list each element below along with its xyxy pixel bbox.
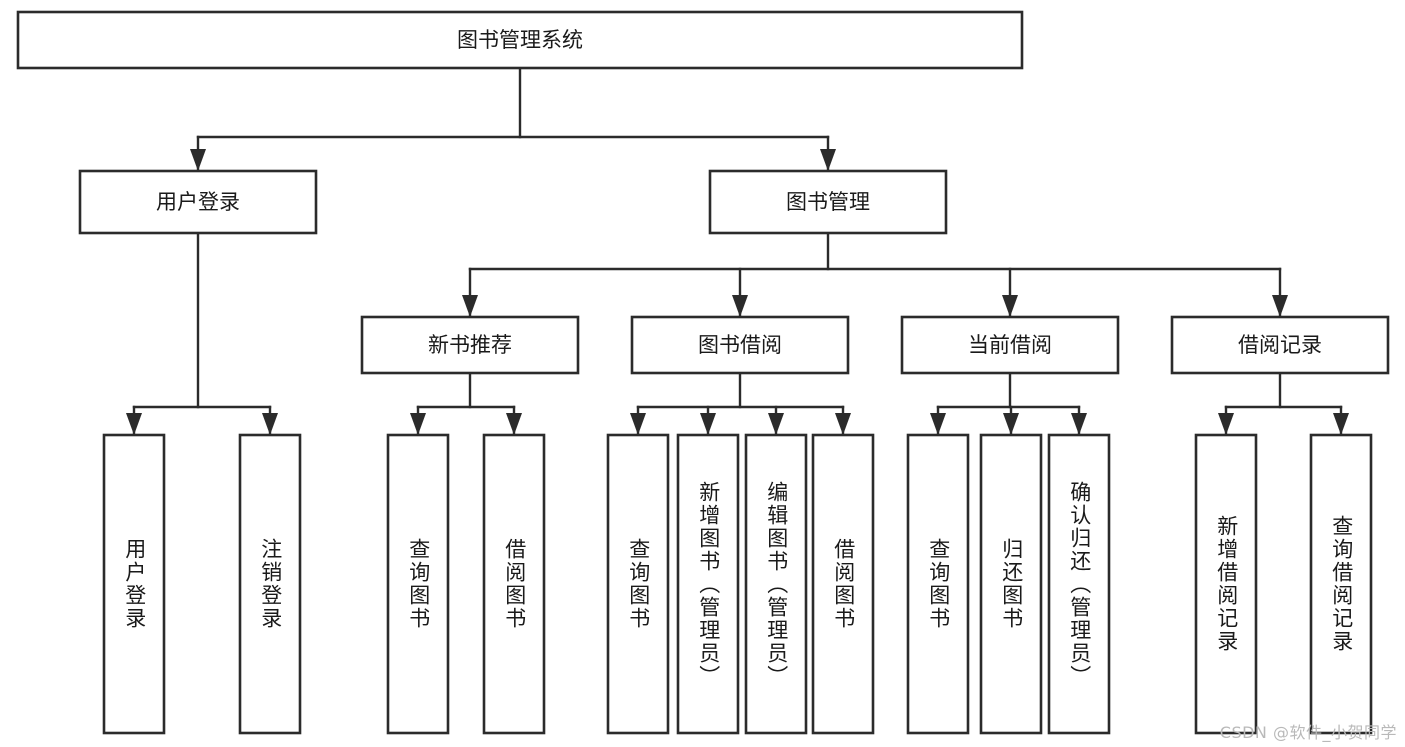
node-box-layer bbox=[16, 10, 1390, 735]
node-box-root[interactable] bbox=[16, 10, 1024, 70]
arrow-head-icon-leaf-query-book-borrow bbox=[630, 413, 646, 435]
arrow-head-icon-current-borrow bbox=[1002, 295, 1018, 317]
arrow-head-icon-leaf-logout-login bbox=[262, 413, 278, 435]
node-label-new-book-recommend: 新书推荐 bbox=[428, 333, 512, 357]
node-box-leaf-borrow-book[interactable] bbox=[811, 433, 875, 735]
arrow-head-icon-leaf-user-login bbox=[126, 413, 142, 435]
node-label-borrow-record: 借阅记录 bbox=[1238, 333, 1322, 357]
node-label-root: 图书管理系统 bbox=[457, 28, 583, 52]
arrow-head-icon-leaf-edit-book-admin bbox=[768, 413, 784, 435]
node-box-leaf-query-book-rec[interactable] bbox=[386, 433, 450, 735]
node-box-book-borrow[interactable] bbox=[630, 315, 850, 375]
arrow-head-icon-leaf-add-book-admin bbox=[700, 413, 716, 435]
arrow-head-icon-borrow-record bbox=[1272, 295, 1288, 317]
node-box-leaf-borrow-book-rec[interactable] bbox=[482, 433, 546, 735]
arrow-head-icon-book-borrow bbox=[732, 295, 748, 317]
node-box-leaf-confirm-return-admin[interactable] bbox=[1047, 433, 1111, 735]
node-box-leaf-add-borrow-record[interactable] bbox=[1194, 433, 1258, 735]
node-box-book-manage[interactable] bbox=[708, 169, 948, 235]
node-box-leaf-logout-login[interactable] bbox=[238, 433, 302, 735]
node-box-user-login[interactable] bbox=[78, 169, 318, 235]
node-box-borrow-record[interactable] bbox=[1170, 315, 1390, 375]
arrow-head-icon-leaf-query-book-current bbox=[930, 413, 946, 435]
node-box-leaf-edit-book-admin[interactable] bbox=[744, 433, 808, 735]
arrow-head-icon-leaf-add-borrow-record bbox=[1218, 413, 1234, 435]
node-box-leaf-user-login[interactable] bbox=[102, 433, 166, 735]
arrow-head-icon-leaf-return-book bbox=[1003, 413, 1019, 435]
node-box-leaf-return-book[interactable] bbox=[979, 433, 1043, 735]
node-label-user-login: 用户登录 bbox=[156, 190, 240, 214]
arrow-head-icon-leaf-confirm-return-admin bbox=[1071, 413, 1087, 435]
arrow-head-icon-new-book-recommend bbox=[462, 295, 478, 317]
node-box-leaf-query-book-current[interactable] bbox=[906, 433, 970, 735]
node-box-current-borrow[interactable] bbox=[900, 315, 1120, 375]
csdn-watermark: CSDN @软件_小贺同学 bbox=[1219, 723, 1397, 742]
node-box-leaf-add-book-admin[interactable] bbox=[676, 433, 740, 735]
arrow-head-icon-book-manage bbox=[820, 149, 836, 171]
arrow-head-icon-leaf-borrow-book bbox=[835, 413, 851, 435]
node-box-new-book-recommend[interactable] bbox=[360, 315, 580, 375]
node-label-book-borrow: 图书借阅 bbox=[698, 333, 782, 357]
connector-layer bbox=[126, 66, 1349, 436]
node-label-current-borrow: 当前借阅 bbox=[968, 333, 1052, 357]
node-box-leaf-query-borrow-record[interactable] bbox=[1309, 433, 1373, 735]
node-label-book-manage: 图书管理 bbox=[786, 190, 870, 214]
arrow-head-icon-leaf-query-book-rec bbox=[410, 413, 426, 435]
arrow-head-icon-user-login bbox=[190, 149, 206, 171]
node-box-leaf-query-book-borrow[interactable] bbox=[606, 433, 670, 735]
arrow-head-icon-leaf-borrow-book-rec bbox=[506, 413, 522, 435]
arrow-head-icon-leaf-query-borrow-record bbox=[1333, 413, 1349, 435]
